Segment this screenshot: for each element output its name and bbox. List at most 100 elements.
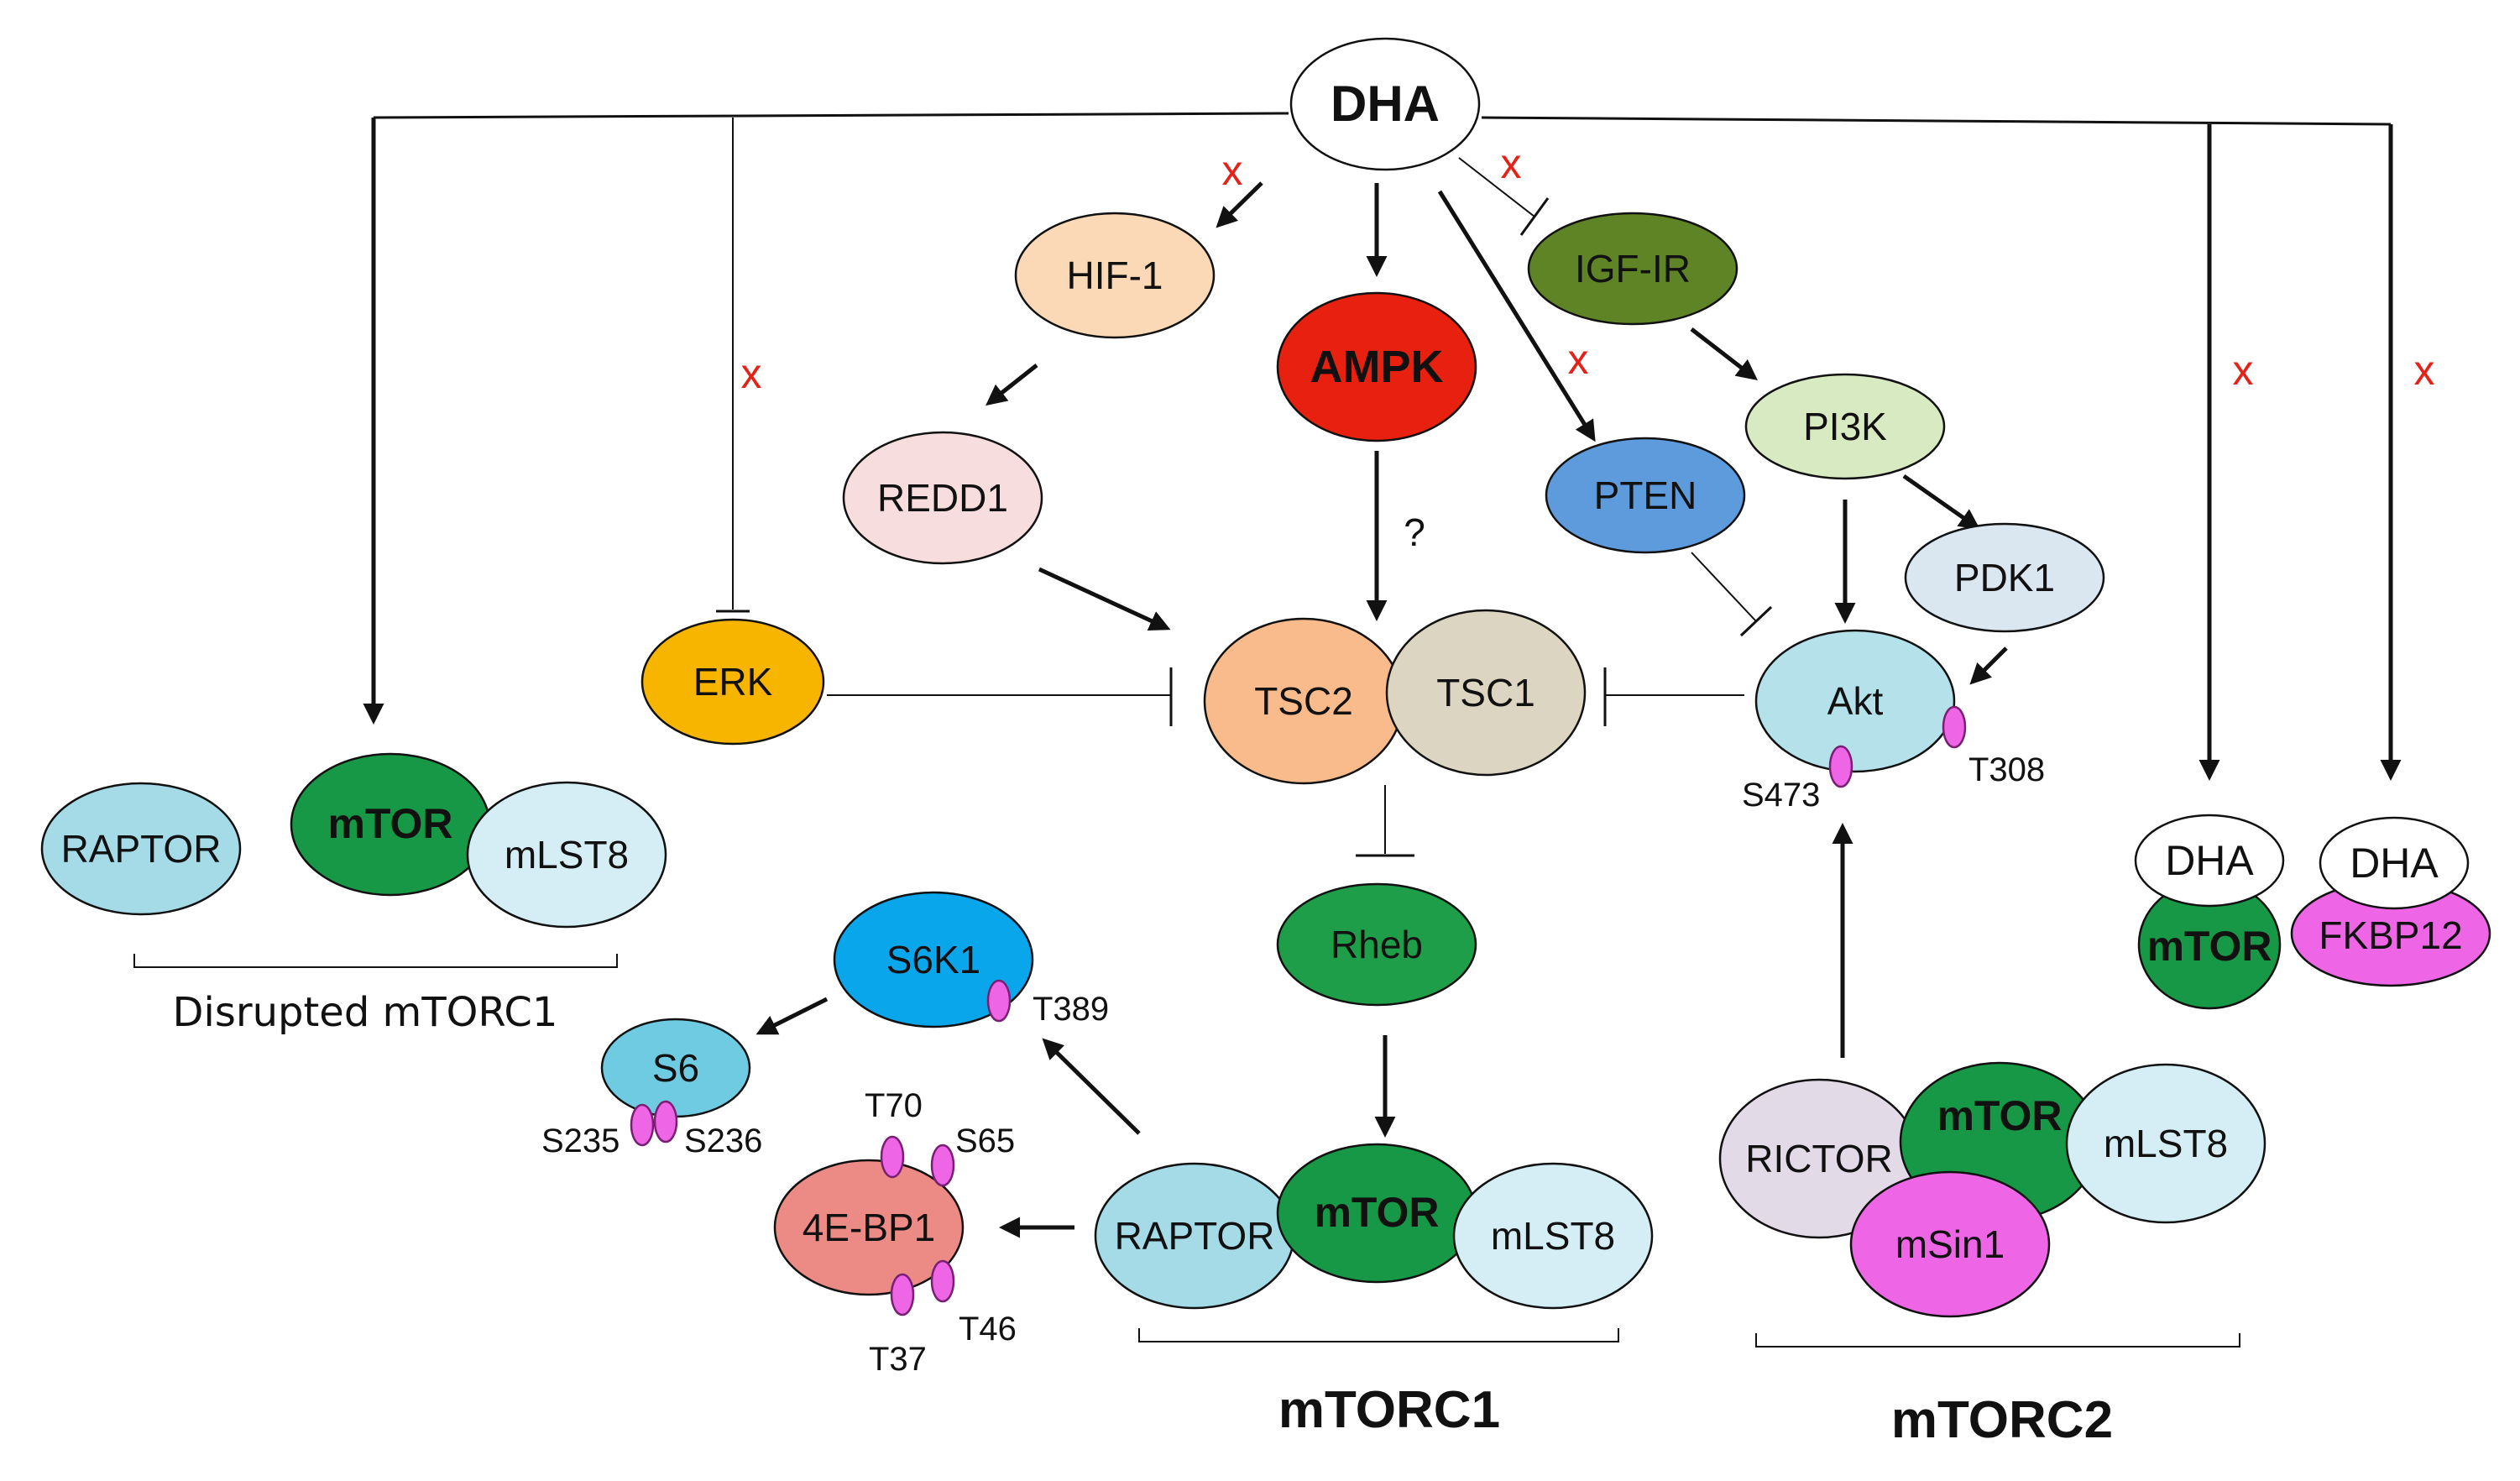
x-mark-dha-fkbp12: x [2414,347,2435,394]
akt-s473-site [1828,745,1853,788]
ampk-label: AMPK [1310,342,1444,392]
disrupted-mlst8-label: mLST8 [505,833,629,877]
arrow-pi3k-pdk1 [1902,474,1981,530]
dha-fkbp12-dha-label: DHA [2350,840,2439,887]
disrupted-mtorc1-bracket [133,954,618,968]
s6k1-label: S6K1 [886,938,981,981]
dha-mtor-dha-node [2134,814,2285,908]
erk-label: ERK [693,660,773,704]
mtorc2-msin1-node [1849,1170,2051,1318]
4ebp1-t46-site [930,1259,955,1303]
dha-node: DHA [1289,37,1481,171]
dha-mtor-mtor-label: mTOR [2146,923,2272,970]
x-mark-erk: x [741,350,762,397]
dha-mtor-complex: DHA mTOR [2134,814,2285,1010]
pdk1-label: PDK1 [1954,556,2055,599]
4ebp1-label: 4E-BP1 [803,1206,936,1249]
4ebp1-node: 4E-BP1 T70 S65 T37 T46 [773,1087,1017,1378]
x-mark-dha-mtor: x [2233,347,2254,394]
inhibit-bar-akt [1739,605,1773,637]
dha-mtor-dha-label: DHA [2165,837,2254,884]
mtorc2-rictor-label: RICTOR [1745,1137,1893,1180]
mtorc1-caption: mTORC1 [1278,1381,1500,1439]
redd1-label: REDD1 [877,476,1008,520]
tsc-complex: TSC2 TSC1 [1203,609,1587,785]
disrupted-mtorc1-caption: Disrupted mTORC1 [173,989,558,1036]
s6-label: S6 [652,1046,699,1090]
dha-right-branch-line [1481,116,2392,126]
4ebp1-t70-site [880,1135,905,1179]
dha-fkbp12-dha-node [2319,816,2470,910]
erk-node: ERK [640,618,825,746]
inhibit-bar-igfir [1519,197,1550,236]
mtorc2-mlst8-node [2065,1063,2266,1224]
x-mark-hif1: x [1222,147,1243,194]
4ebp1-s65-site [930,1143,955,1187]
inhibition-marks: x x x x x x ? [741,140,2435,554]
s6-s235-label: S235 [541,1123,620,1159]
mtorc1-mlst8-label: mLST8 [1491,1214,1615,1258]
dha-label: DHA [1331,76,1440,132]
pdk1-node: PDK1 [1904,522,2105,633]
hif1-label: HIF-1 [1067,254,1163,297]
arrow-redd1-tsc2 [1038,567,1171,631]
s6-s235-site [630,1103,655,1147]
s6k1-t389-site [986,979,1012,1023]
inhibit-pten-akt [1691,552,1757,622]
question-mark-ampk: ? [1404,510,1425,554]
mtorc1-mlst8-node [1452,1162,1654,1310]
s6-s236-site [653,1100,678,1143]
x-mark-pten: x [1568,336,1589,383]
4ebp1-t70-label: T70 [865,1087,923,1124]
mtorc2-mlst8-label: mLST8 [2104,1122,2228,1165]
arrow-s6k1-s6 [755,997,829,1035]
disrupted-mlst8-node [466,781,667,929]
arrow-dha-hif1 [1216,181,1263,228]
akt-t308-site [1942,705,1967,749]
dha-left-branch-line [373,112,1289,119]
akt-t308-label: T308 [1968,751,2045,788]
akt-s473-label: S473 [1742,777,1820,814]
pten-node: PTEN [1545,437,1746,554]
4ebp1-s65-label: S65 [955,1123,1015,1159]
pi3k-label: PI3K [1803,405,1887,448]
igf-ir-label: IGF-IR [1575,247,1691,290]
4ebp1-t37-label: T37 [869,1341,927,1378]
inhibit-dha-igfir [1458,157,1535,217]
mtorc2-bracket [1755,1333,2240,1348]
arrow-dha-pten [1437,190,1596,442]
mtorc1-mtor-label: mTOR [1314,1189,1439,1236]
disrupted-raptor-label: RAPTOR [61,827,222,871]
pi3k-node: PI3K [1744,373,1946,480]
x-mark-igfir: x [1501,140,1522,187]
redd1-node: REDD1 [842,431,1043,565]
akt-label: Akt [1827,679,1884,723]
4ebp1-t46-label: T46 [959,1311,1017,1348]
akt-node: Akt S473 T308 [1742,629,2045,814]
arrow-hif1-redd1 [986,364,1038,406]
pten-label: PTEN [1594,474,1697,517]
dha-fkbp12-complex: DHA FKBP12 [2290,816,2491,987]
tsc1-label: TSC1 [1436,671,1535,714]
mtorc1-complex: RAPTOR mTOR mLST8 mTORC1 [1094,1143,1654,1439]
igf-ir-node: IGF-IR [1527,212,1738,326]
arrow-igfir-pi3k [1690,327,1758,381]
mtorc2-msin1-label: mSin1 [1895,1222,2005,1266]
arrow-pdk1-akt [1969,646,2008,685]
s6-node: S6 S235 S236 [541,1018,762,1159]
tsc2-label: TSC2 [1254,679,1353,723]
tsc1-node [1385,609,1587,777]
ampk-node: AMPK [1276,291,1477,442]
s6k1-node: S6K1 T389 [833,891,1109,1028]
4ebp1-t37-site [890,1273,915,1316]
mtorc2-complex: RICTOR mTOR mLST8 mSin1 mTORC2 [1718,1061,2266,1449]
s6-s236-label: S236 [684,1123,762,1159]
arrow-mtorc1-s6k1 [1042,1038,1141,1135]
disrupted-raptor-node [40,782,242,916]
fkbp12-label: FKBP12 [2319,913,2462,957]
disrupted-mtor-label: mTOR [327,800,452,847]
disrupted-mtorc1-complex: RAPTOR mTOR mLST8 Disrupted mTORC1 [40,752,667,1036]
hif1-node: HIF-1 [1014,212,1216,339]
mtorc1-raptor-label: RAPTOR [1115,1214,1275,1258]
